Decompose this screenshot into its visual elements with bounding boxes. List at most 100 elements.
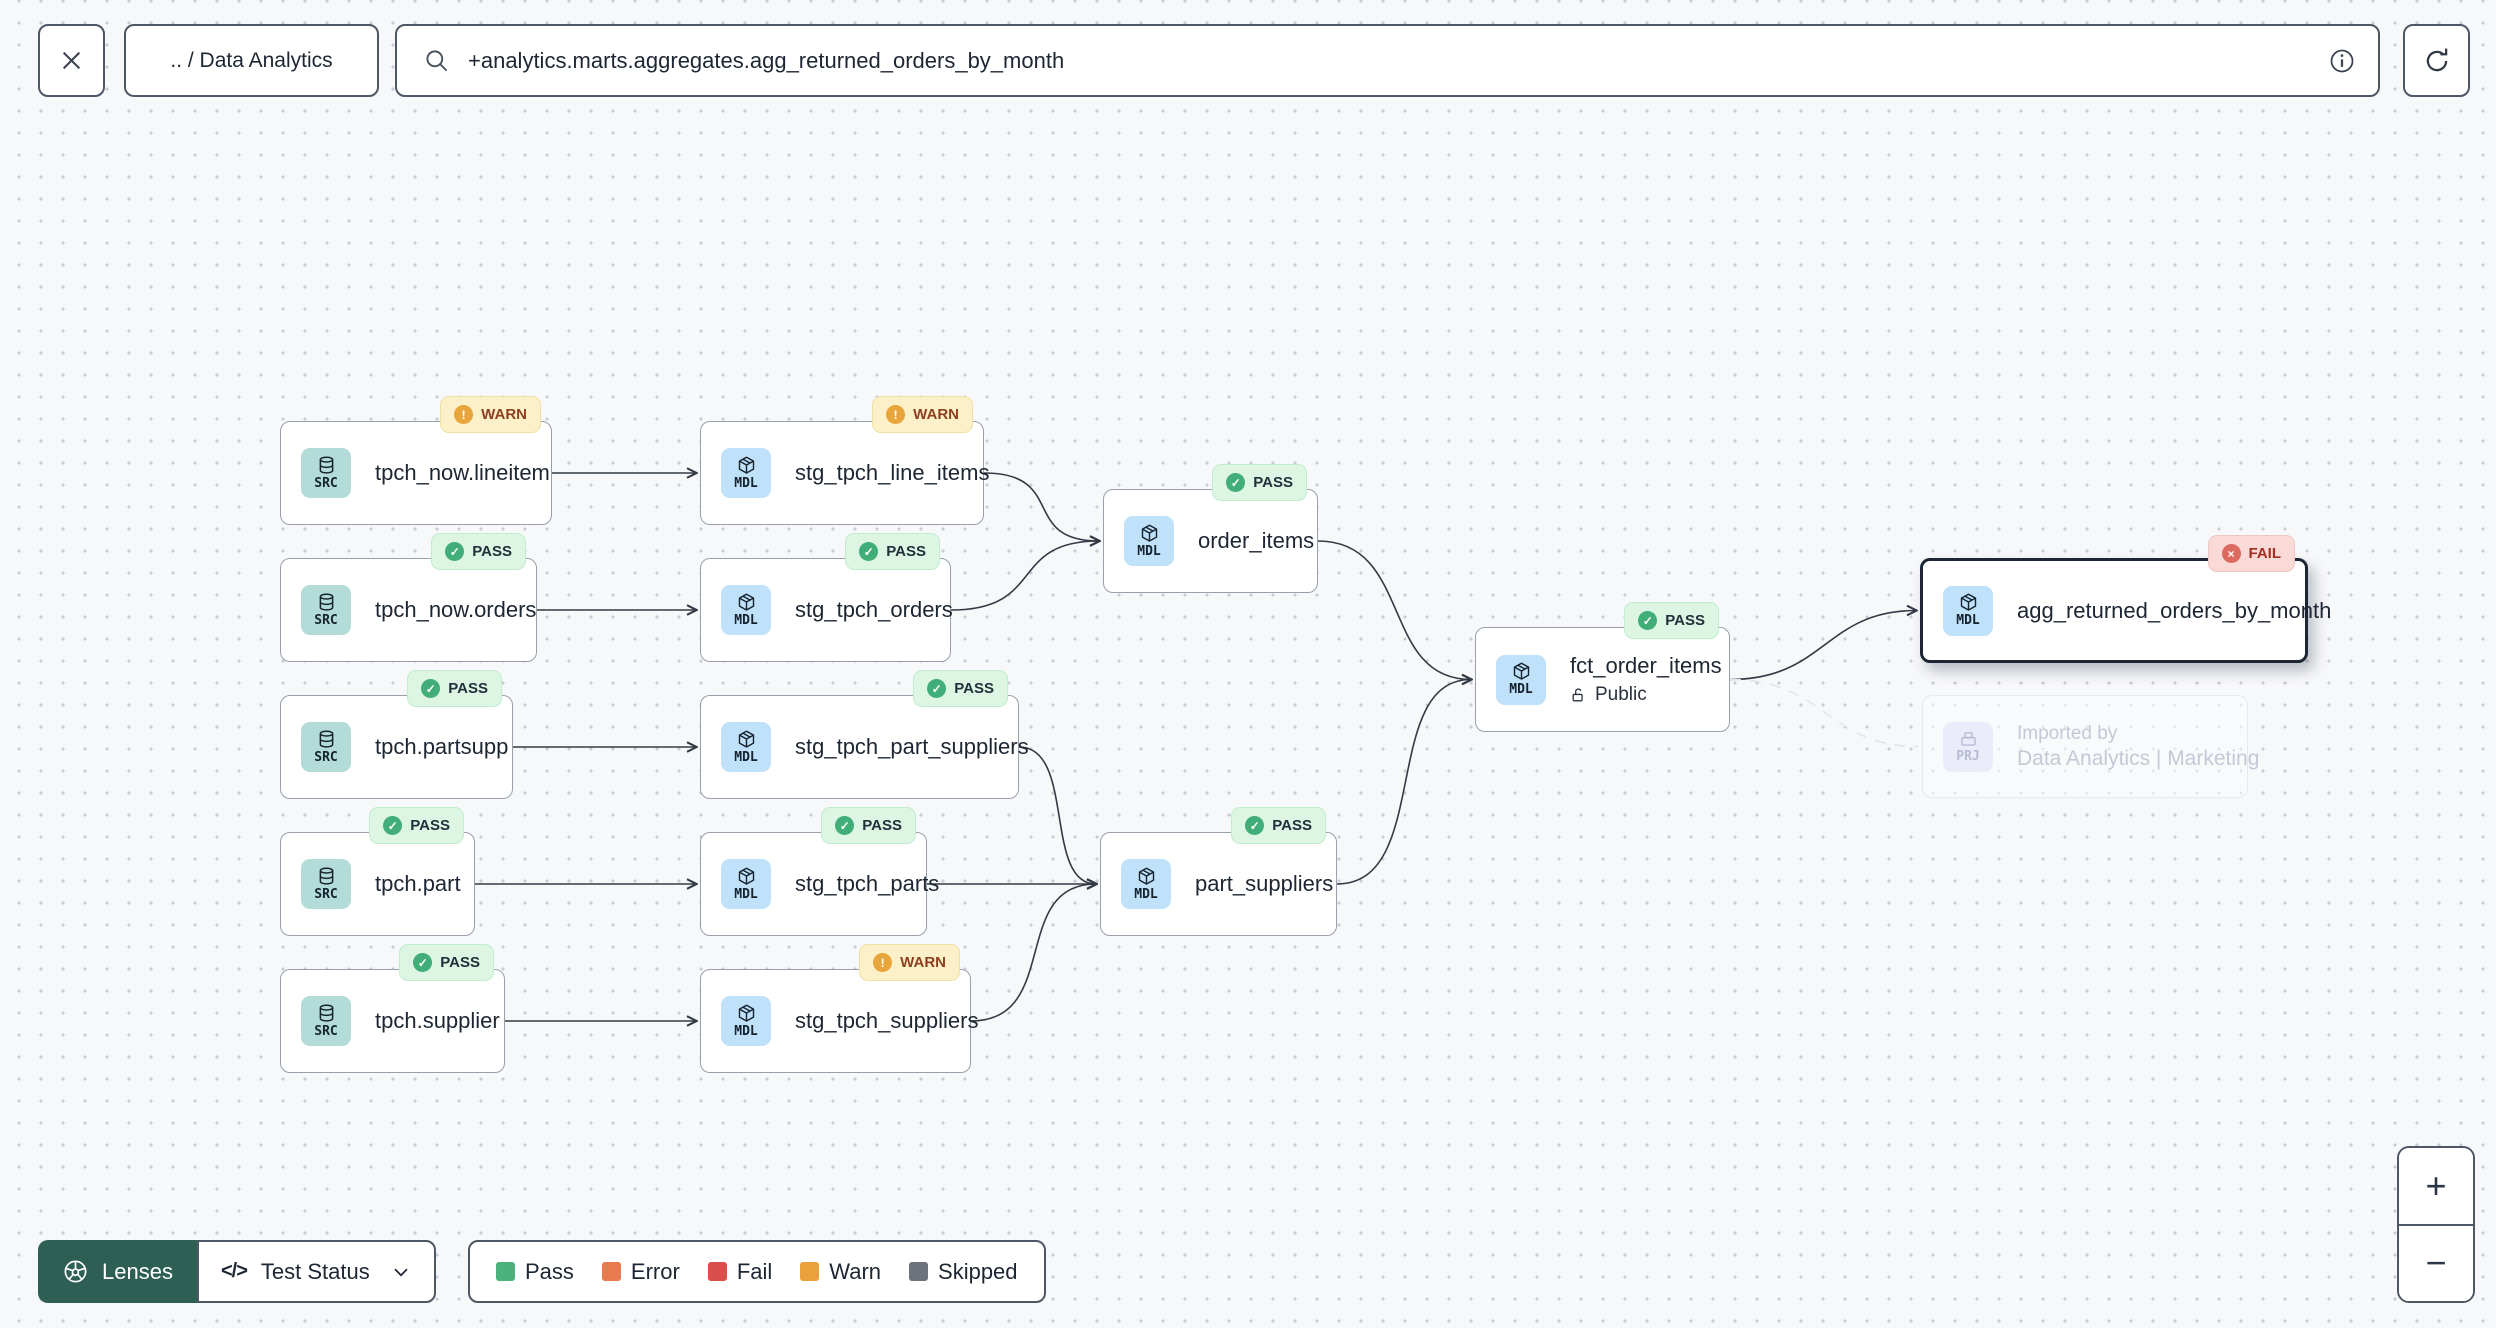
legend-label: Warn xyxy=(829,1258,882,1284)
refresh-icon xyxy=(2422,46,2452,76)
status-badge-fail: ×FAIL xyxy=(2207,535,2295,572)
edge-fct_order_items-to-imported_by_project xyxy=(1729,678,1919,748)
search-input[interactable] xyxy=(468,47,2352,74)
cube-icon xyxy=(736,729,757,750)
node-label: agg_returned_orders_by_month xyxy=(2017,597,2332,623)
node-type-chip-mdl: MDL xyxy=(1496,654,1546,705)
node-part_suppliers[interactable]: MDL part_suppliers ✓PASS xyxy=(1100,807,1337,936)
legend-label: Skipped xyxy=(938,1258,1018,1284)
status-dot-icon: ✓ xyxy=(1638,611,1658,630)
node-type-label: SRC xyxy=(314,749,338,765)
status-dot-icon: ✓ xyxy=(927,679,947,698)
lenses-label: Lenses xyxy=(102,1258,173,1284)
cube-icon xyxy=(1958,592,1979,613)
status-dot-icon: ✓ xyxy=(445,542,465,561)
info-icon[interactable] xyxy=(2328,47,2356,75)
cube-icon xyxy=(736,455,757,476)
status-dot-icon: ! xyxy=(886,405,906,424)
legend-swatch-icon xyxy=(601,1262,621,1281)
test-status-legend: Pass Error Fail Warn Skipped xyxy=(468,1240,1046,1303)
lenses-button[interactable]: Lenses xyxy=(38,1240,197,1303)
legend-item-error: Error xyxy=(601,1259,680,1285)
breadcrumb-label: .. / Data Analytics xyxy=(170,48,333,72)
database-icon xyxy=(316,729,337,750)
lens-selector-test-status[interactable]: </> Test Status xyxy=(196,1240,436,1303)
status-badge-pass: ✓PASS xyxy=(1231,807,1326,844)
node-type-label: SRC xyxy=(314,475,338,491)
search-icon xyxy=(423,47,450,74)
node-label: stg_tpch_line_items xyxy=(795,460,990,485)
status-badge-pass: ✓PASS xyxy=(369,807,464,844)
node-type-label: MDL xyxy=(734,749,758,765)
node-label: part_suppliers xyxy=(1195,871,1334,896)
edge-part_suppliers-to-fct_order_items xyxy=(1336,680,1471,885)
refresh-button[interactable] xyxy=(2403,24,2470,97)
node-type-label: MDL xyxy=(1956,613,1980,629)
zoom-out-button[interactable]: − xyxy=(2399,1223,2473,1301)
status-dot-icon: ✓ xyxy=(1245,816,1265,835)
node-agg_returned_orders_by_month[interactable]: MDL agg_returned_orders_by_month ×FAIL xyxy=(1920,535,2331,663)
node-type-chip-mdl: MDL xyxy=(1121,859,1171,909)
status-dot-icon: ✓ xyxy=(413,953,433,972)
cube-icon xyxy=(736,1003,757,1024)
zoom-in-button[interactable]: + xyxy=(2399,1148,2473,1224)
node-type-label: SRC xyxy=(314,612,338,628)
node-type-label: MDL xyxy=(1137,543,1161,559)
legend-item-warn: Warn xyxy=(800,1259,881,1285)
cube-icon xyxy=(1136,866,1157,887)
node-type-chip-src: SRC xyxy=(301,585,351,635)
node-type-chip-src: SRC xyxy=(301,722,351,772)
aperture-icon xyxy=(62,1258,89,1285)
status-badge-pass: ✓PASS xyxy=(407,670,502,707)
node-type-chip-mdl: MDL xyxy=(721,722,771,772)
legend-swatch-icon xyxy=(496,1262,515,1281)
legend-label: Fail xyxy=(736,1258,773,1284)
node-label: stg_tpch_orders xyxy=(795,597,953,622)
lenses-control: Lenses </> Test Status xyxy=(38,1240,436,1303)
node-label: tpch.supplier xyxy=(375,1008,500,1033)
node-type-label: MDL xyxy=(734,886,758,902)
node-label: tpch_now.lineitem xyxy=(375,460,550,485)
cube-icon xyxy=(1139,523,1160,544)
node-label: Imported by xyxy=(2017,722,2118,744)
legend-item-pass: Pass xyxy=(496,1259,574,1285)
node-type-label: MDL xyxy=(734,475,758,491)
edge-fct_order_items-to-agg_returned_orders_by_month xyxy=(1729,611,1916,681)
status-dot-icon: ✓ xyxy=(835,816,855,835)
node-type-chip-src: SRC xyxy=(301,996,351,1046)
node-type-chip-src: SRC xyxy=(301,448,351,498)
node-label: tpch.part xyxy=(375,871,461,896)
edge-stg_tpch_line_items-to-order_items xyxy=(983,472,1099,541)
node-tpch_now_lineitem[interactable]: SRC tpch_now.lineitem !WARN xyxy=(280,396,552,525)
close-icon xyxy=(58,47,85,74)
database-icon xyxy=(316,866,337,887)
legend-swatch-icon xyxy=(707,1262,727,1281)
node-type-label: MDL xyxy=(1509,682,1533,698)
lens-selector-label: Test Status xyxy=(260,1258,370,1284)
status-badge-warn: !WARN xyxy=(440,396,541,433)
legend-swatch-icon xyxy=(909,1262,929,1281)
status-badge-pass: ✓PASS xyxy=(913,670,1008,707)
legend-label: Pass xyxy=(525,1258,574,1284)
search-box xyxy=(395,24,2380,97)
node-label: stg_tpch_parts xyxy=(795,871,940,896)
breadcrumb[interactable]: .. / Data Analytics xyxy=(124,24,379,97)
node-type-chip-mdl: MDL xyxy=(721,859,771,909)
close-button[interactable] xyxy=(38,24,105,97)
legend-item-fail: Fail xyxy=(707,1258,773,1285)
node-type-chip-mdl: MDL xyxy=(1943,585,1993,636)
node-type-chip-mdl: MDL xyxy=(721,996,771,1046)
